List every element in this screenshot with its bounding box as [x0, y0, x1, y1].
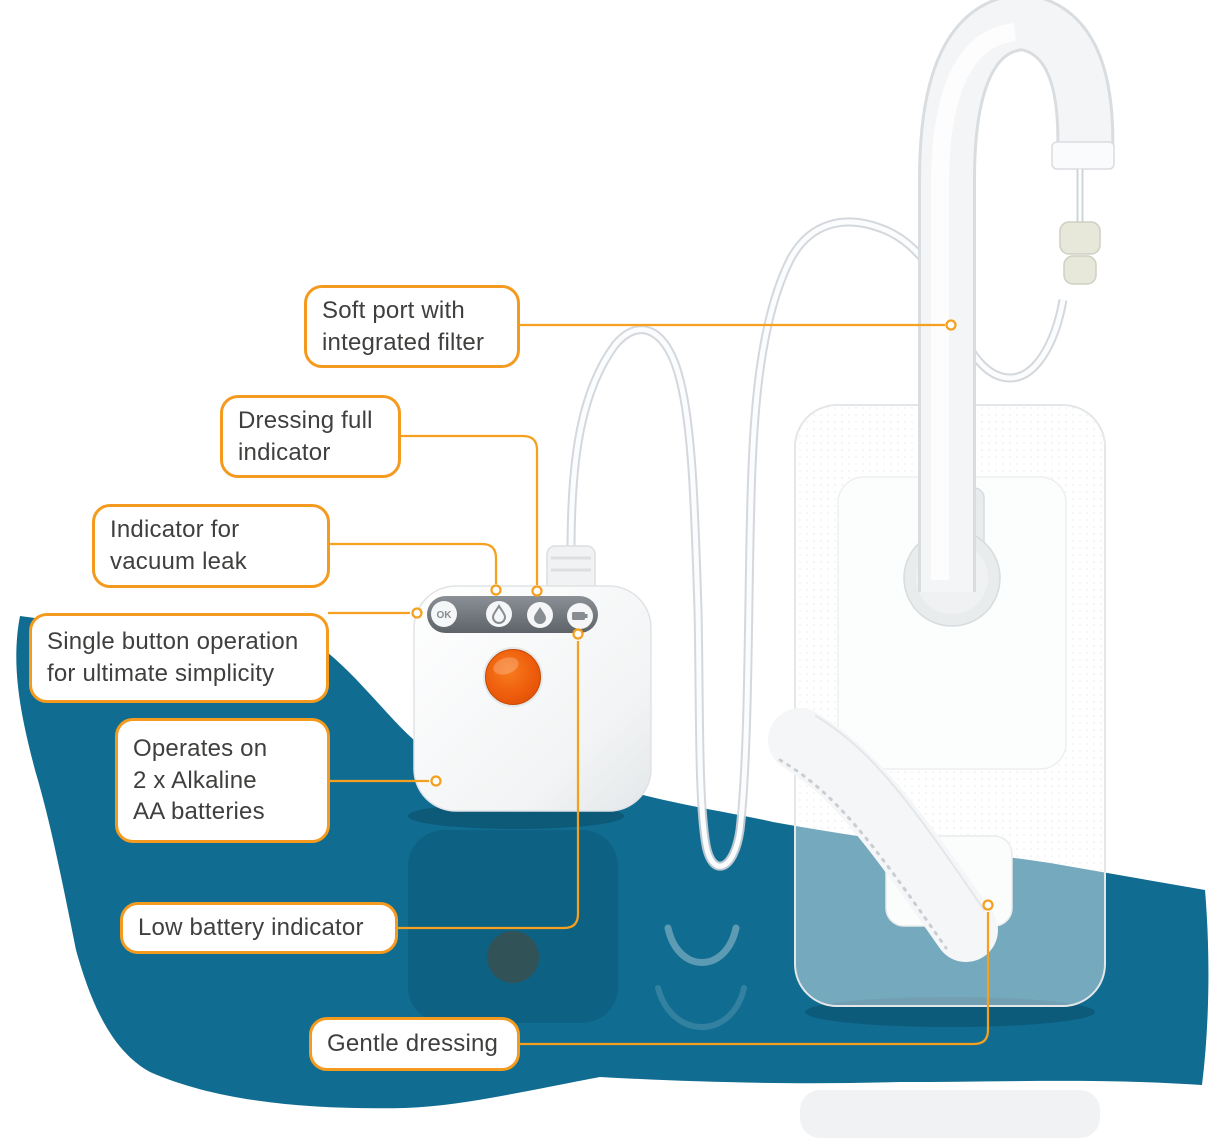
callout-line: vacuum leak: [110, 548, 247, 575]
callout-batteries: Operates on 2 x Alkaline AA batteries: [115, 718, 330, 843]
ok-indicator-label: OK: [437, 610, 453, 621]
callout-single-button: Single button operation for ultimate sim…: [29, 613, 329, 703]
callout-line: integrated filter: [322, 328, 485, 356]
pump-reflection: [408, 830, 618, 1023]
power-button: [483, 647, 543, 707]
wound-dressing: [768, 404, 1106, 1007]
callout-line: AA batteries: [133, 798, 265, 826]
leader-low-battery: [398, 641, 580, 930]
droplet-icon: [491, 604, 507, 624]
callout-vacuum-leak: Indicator for vacuum leak: [92, 504, 330, 588]
ok-indicator: [431, 601, 457, 627]
indicator-strip: [427, 596, 598, 633]
callout-line: 2 x Alkaline: [133, 766, 257, 794]
dressing-reflection: [800, 1090, 1100, 1138]
pump-device: OK: [413, 545, 652, 812]
callout-low-battery: Low battery indicator: [120, 902, 398, 954]
callout-line: Operates on: [133, 734, 268, 762]
callout-line: Low battery indicator: [138, 914, 364, 942]
leader-endpoint-dots: [411, 319, 994, 911]
callout-line: for ultimate simplicity: [47, 660, 275, 687]
pump-tube-port: [546, 545, 596, 599]
callout-line: Gentle dressing: [327, 1030, 499, 1058]
callout-line: Soft port with: [322, 296, 465, 324]
indicator-lights: OK: [431, 601, 593, 629]
tube-reflection: [655, 924, 747, 1030]
callout-line: indicator: [238, 438, 331, 466]
droplet-icon: [534, 607, 546, 624]
leader-lines: [328, 319, 994, 1046]
leader-gentle-dressing: [520, 912, 990, 1046]
vacuum-leak-indicator: [486, 601, 512, 627]
callout-line: Dressing full: [238, 406, 373, 434]
leader-vacuum-leak: [330, 542, 498, 584]
callout-soft-port: Soft port with integrated filter: [304, 285, 520, 368]
peeled-foam-corner: [768, 708, 998, 962]
soft-port-strap: [918, 0, 1115, 592]
callout-line: Indicator for: [110, 516, 240, 544]
leader-dressing-full: [401, 434, 539, 585]
battery-icon: [572, 612, 588, 620]
callout-dressing-full: Dressing full indicator: [220, 395, 401, 478]
tube-connector: [1051, 141, 1115, 285]
callout-gentle-dressing: Gentle dressing: [309, 1017, 520, 1071]
callout-line: Single button operation: [47, 628, 299, 656]
